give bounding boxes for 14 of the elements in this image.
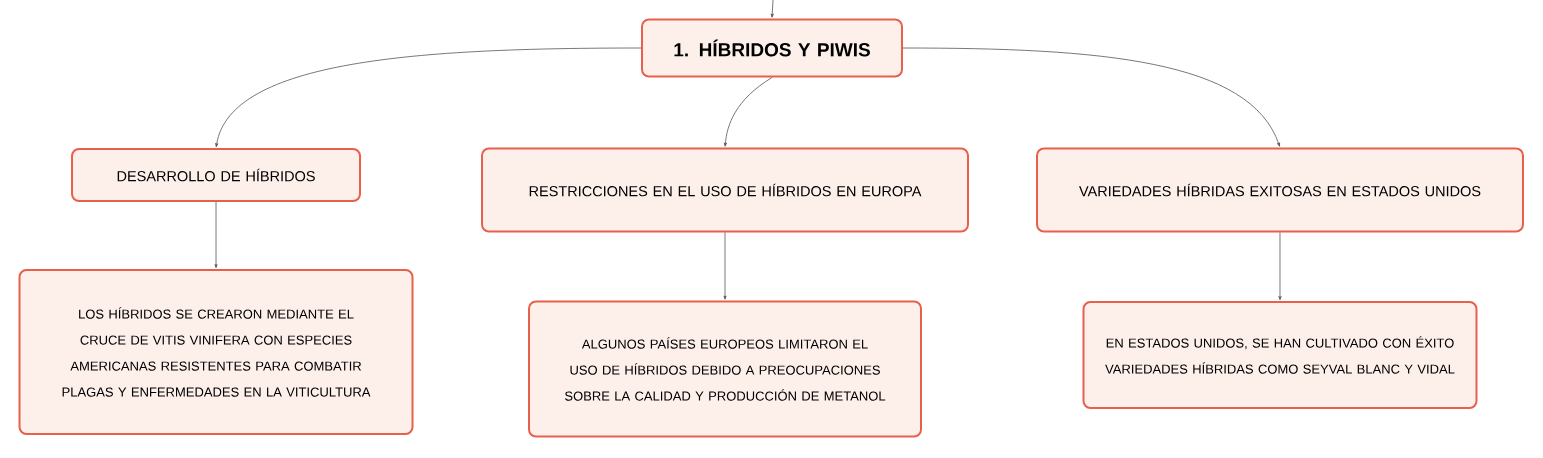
arrow — [770, 0, 774, 18]
detail-box: EN ESTADOS UNIDOS, SE HAN CULTIVADO CON ÉXITO VARIEDADES HÍBRIDAS COMO SEYVAL BLANC Y VIDAL — [1082, 301, 1478, 409]
arrow — [215, 47, 642, 148]
arrow — [1278, 232, 1282, 301]
arrow — [723, 77, 773, 147]
arrow — [214, 201, 218, 269]
subtopic-box: RESTRICCIONES EN EL USO DE HÍBRIDOS EN EUROPA — [481, 147, 969, 233]
subtopic-box: VARIEDADES HÍBRIDAS EXITOSAS EN ESTADOS UNIDOS — [1036, 147, 1524, 233]
main-topic-box: 1. HÍBRIDOS Y PIWIS — [641, 18, 903, 78]
detail-box: LOS HÍBRIDOS SE CREARON MEDIANTE EL CRUCE DE VITIS VINIFERA CON ESPECIES AMERICANAS RESISTENTES PARA COMBATIR PLAGAS Y ENFERMEDADES EN LA VITICULTURA — [18, 269, 414, 435]
detail-box: ALGUNOS PAÍSES EUROPEOS LIMITARON EL USO DE HÍBRIDOS DEBIDO A PREOCUPACIONES SOBRE LA CALIDAD Y PRODUCCIÓN DE METANOL — [528, 300, 922, 438]
arrow — [723, 232, 727, 300]
arrow — [902, 47, 1280, 147]
subtopic-box: DESARROLLO DE HÍBRIDOS — [71, 148, 361, 202]
